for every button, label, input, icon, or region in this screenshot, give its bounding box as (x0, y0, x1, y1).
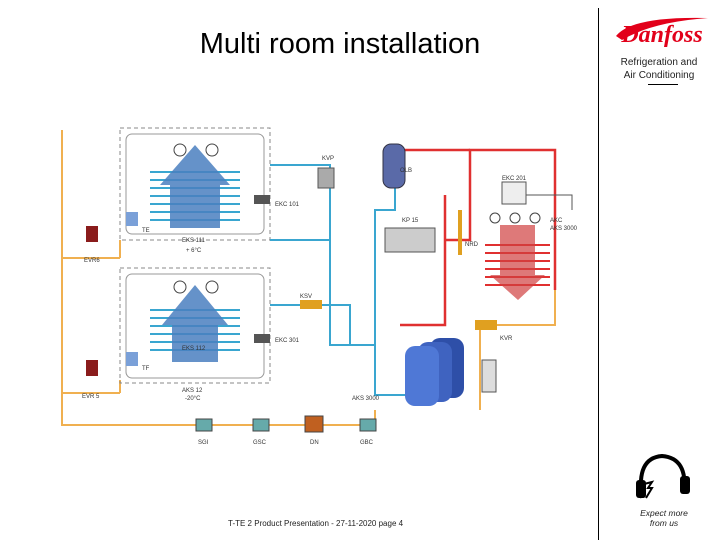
kvr-valve (475, 320, 497, 330)
slide-footer: T-TE 2 Product Presentation - 27-11-2020… (228, 519, 404, 528)
label-evr5: EVR 5 (82, 394, 100, 400)
aks3000-sensor (481, 359, 497, 393)
oil-separator (382, 143, 406, 189)
airflow-arrow-2 (162, 285, 228, 362)
liquid-line-outer (61, 130, 376, 426)
label-ekc301: EKC 301 (275, 338, 300, 344)
label-sgi: SGI (198, 440, 209, 446)
label-te: TE (142, 228, 150, 234)
ksv-valve (300, 300, 322, 309)
label-eks111: EKS 111 (182, 238, 205, 244)
cold-room-1 (119, 127, 271, 241)
solenoid-valves (86, 226, 98, 376)
condenser-airflow-arrow (490, 225, 545, 300)
label-olb: OLB (400, 168, 412, 174)
fans-room1 (173, 143, 219, 157)
label-aks3000-bottom: AKS 3000 (352, 396, 380, 402)
fans-room2 (173, 280, 219, 294)
suction-line-room2 (270, 304, 351, 345)
label-room2-temp: -20°C (185, 396, 201, 402)
label-kp15: KP 15 (402, 218, 419, 224)
header-divider (598, 8, 599, 540)
label-evr6: EVR6 (84, 258, 100, 264)
label-ekc201: EKC 201 (502, 176, 527, 182)
slogan-line1: Expect more (640, 508, 688, 518)
danfoss-logo: Danfoss (616, 17, 708, 48)
suction-line-room1 (270, 164, 331, 241)
label-akc: AKC (550, 218, 563, 224)
label-ksv: KSV (300, 294, 312, 300)
label-tf: TF (142, 366, 150, 372)
brand-slogan: Expect more from us (624, 508, 704, 528)
condenser-fans (489, 212, 541, 224)
tagline-line2: Air Conditioning (623, 70, 695, 81)
kp15-switch (384, 227, 436, 253)
brand-tagline: Refrigeration and Air Conditioning (604, 56, 714, 82)
label-room1-temp: + 6°C (186, 248, 202, 254)
label-aks12: AKS 12 (182, 388, 203, 394)
compressor-pack (405, 338, 464, 406)
refrigeration-diagram: KVP OLB EKC 101 TE EVR6 EKS 111 + 6°C EK… (61, 127, 578, 446)
tagline-line1: Refrigeration and (620, 57, 698, 68)
tagline-underline (648, 84, 678, 85)
airflow-arrow-1 (160, 145, 230, 228)
suction-main (329, 240, 410, 396)
label-kvr: KVR (500, 336, 513, 342)
slide-title: Multi room installation (199, 28, 481, 60)
slogan-line2: from us (649, 518, 679, 528)
label-gsc: GSC (253, 440, 267, 446)
expansion-valves (126, 212, 138, 366)
cold-room-2 (119, 267, 271, 384)
liquid-line-components (195, 415, 377, 433)
ekc101-controller (254, 195, 270, 204)
kvp-valve (317, 167, 335, 189)
label-dn: DN (310, 440, 319, 446)
label-eks112: EKS 112 (182, 346, 206, 352)
headset-icon (636, 453, 690, 499)
label-gbc: GBC (360, 440, 374, 446)
ekc-controller-top (501, 181, 527, 205)
ekc201-controller (254, 334, 270, 343)
label-aks3000-top: AKS 3000 (550, 226, 578, 232)
label-nrd: NRD (465, 242, 479, 248)
liquid-line-receiver (479, 290, 556, 410)
label-ekc101: EKC 101 (275, 202, 300, 208)
label-kvp: KVP (322, 156, 334, 162)
logo-text: Danfoss (620, 22, 702, 48)
